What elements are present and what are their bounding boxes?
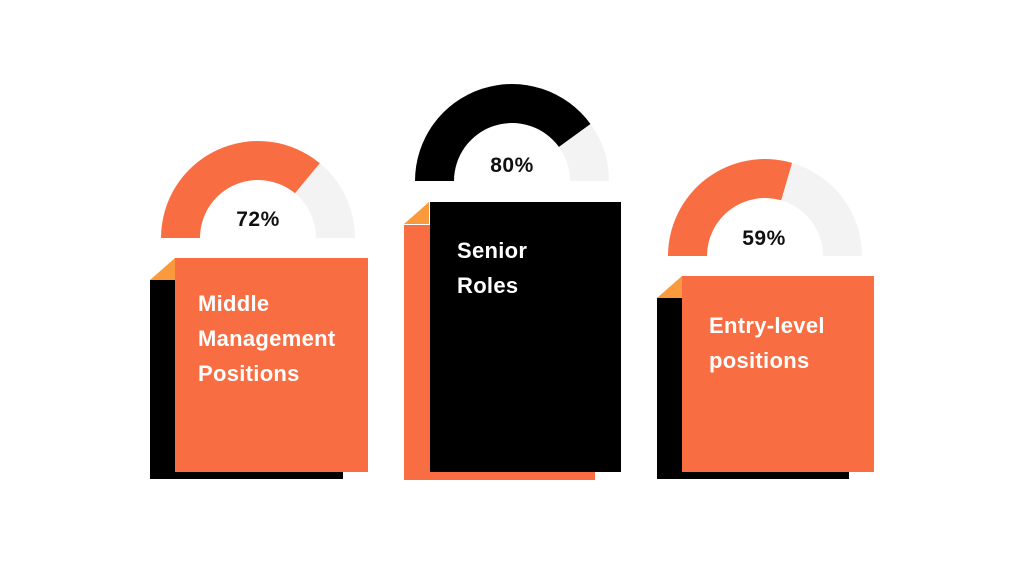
card-label-line: Management: [198, 326, 336, 351]
card-label-line: Senior: [457, 238, 528, 263]
gauge-track-senior: [558, 123, 609, 181]
card-label-entry: Entry-level positions: [709, 308, 825, 378]
gauge-value-label-senior: 80%: [490, 154, 534, 177]
gauge-arc-entry: [668, 159, 793, 256]
gauge-track-middle: [294, 163, 355, 238]
card-label-line: Middle: [198, 291, 270, 316]
gauge-arc-senior: [415, 83, 591, 181]
gauge-value-label-entry: 59%: [742, 227, 786, 250]
card-label-senior: Senior Roles: [457, 233, 527, 303]
gauge-track-entry: [781, 162, 862, 256]
gauge-arc-middle: [161, 140, 320, 238]
card-senior: [430, 202, 621, 472]
card-label-line: Positions: [198, 361, 300, 386]
card-corner-fold-middle: [150, 258, 175, 280]
card-corner-fold-entry: [657, 276, 682, 298]
card-middle: [175, 258, 368, 472]
card-label-line: Entry-level: [709, 313, 825, 338]
card-label-line: Roles: [457, 273, 519, 298]
card-entry: [682, 276, 874, 472]
card-label-line: positions: [709, 348, 810, 373]
card-corner-fold-senior: [404, 202, 429, 224]
card-label-middle: Middle Management Positions: [198, 286, 335, 391]
gauge-value-label-middle: 72%: [236, 208, 280, 231]
